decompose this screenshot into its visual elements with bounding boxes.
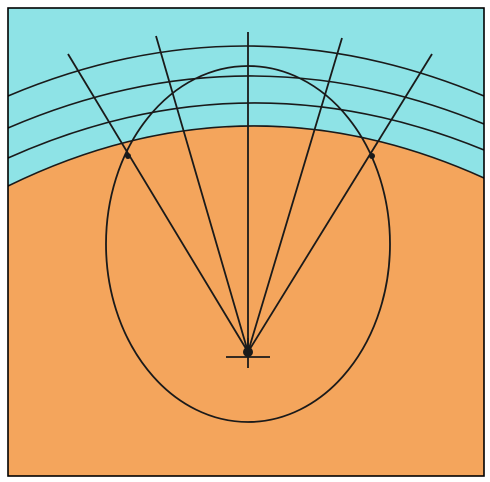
center-point <box>243 347 253 357</box>
diagram-content <box>8 8 484 476</box>
ground-region <box>8 126 484 476</box>
intersection-dot-left <box>125 153 131 159</box>
intersection-dot-right <box>369 153 375 159</box>
